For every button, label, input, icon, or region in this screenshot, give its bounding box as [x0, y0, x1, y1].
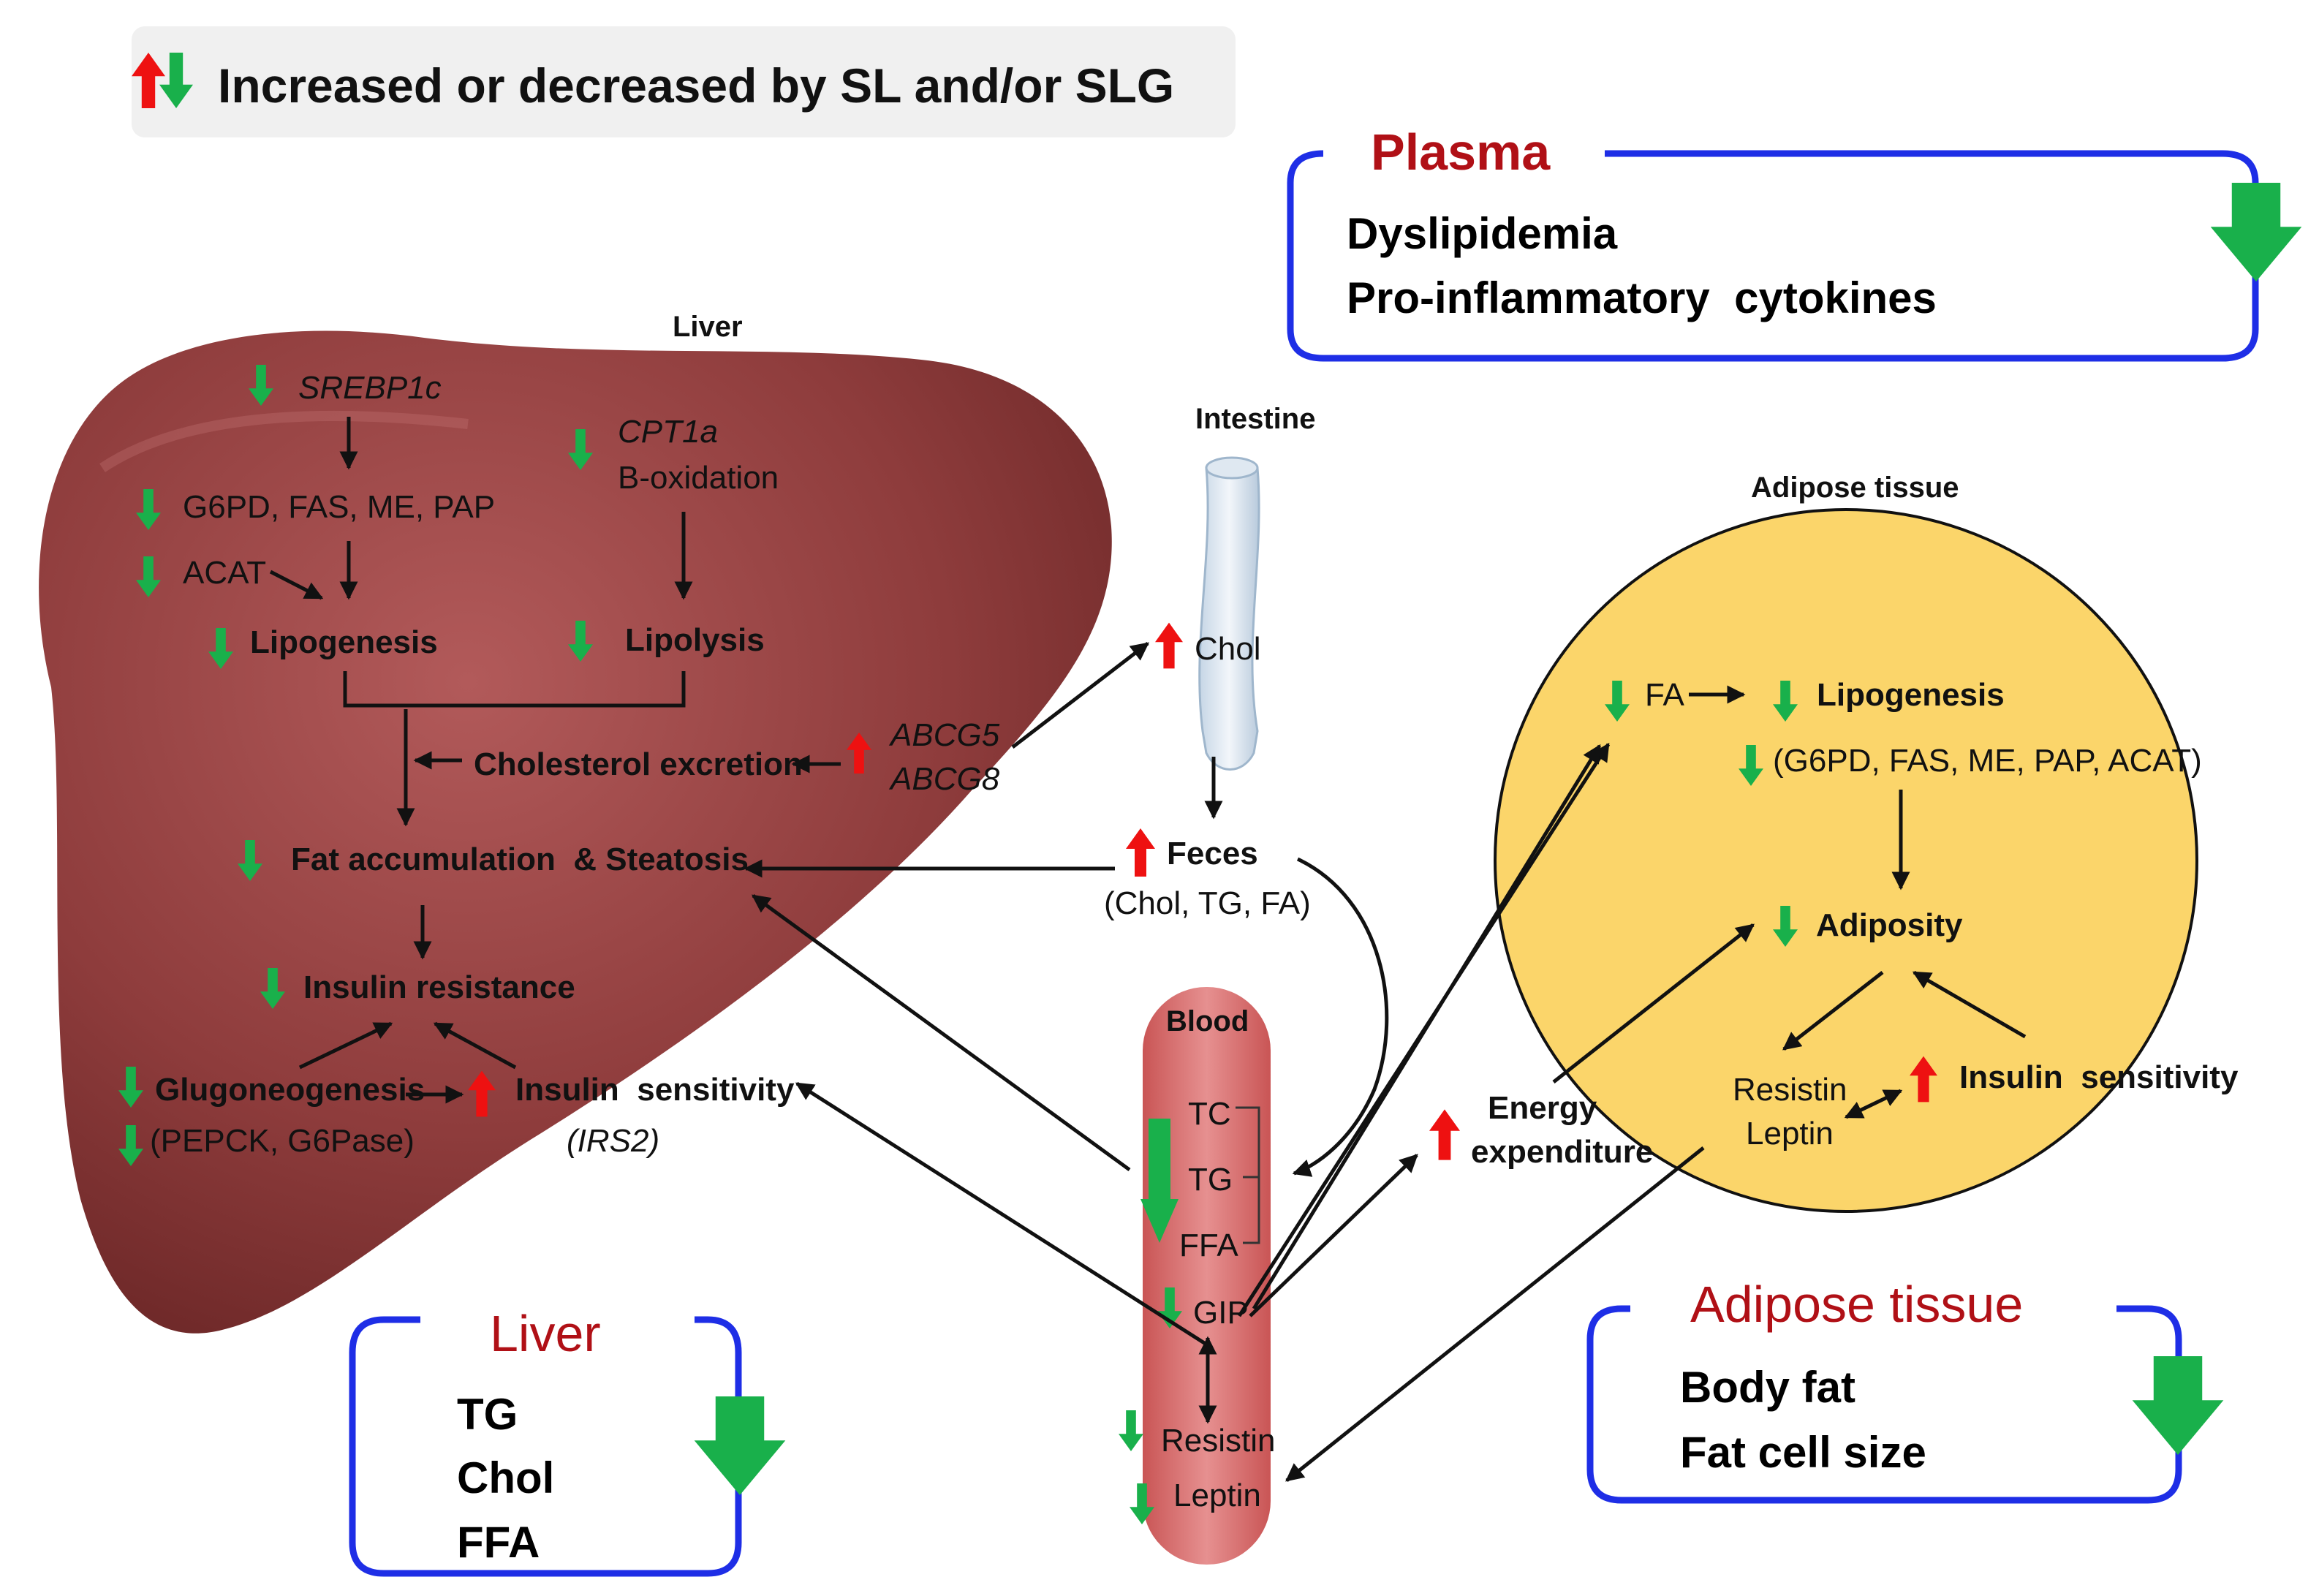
green-down-arrow-icon [2132, 1356, 2224, 1455]
blood-resistin-label: Resistin [1161, 1423, 1276, 1459]
liver-box-item: Chol [457, 1453, 554, 1502]
liver-insulin-sensitivity-label: Insulin sensitivity [515, 1072, 795, 1108]
acat-label: ACAT [183, 555, 266, 591]
blood-leptin-label: Leptin [1173, 1478, 1261, 1513]
adipose-lipogenesis-label: Lipogenesis [1817, 677, 2005, 713]
adipose-box-item: Body fat [1680, 1363, 1855, 1412]
irs2-label: (IRS2) [567, 1123, 659, 1159]
adipose-leptin-label: Leptin [1746, 1116, 1834, 1151]
green-down-arrow-icon [2210, 183, 2302, 281]
plasma-box-title: Plasma [1371, 124, 1551, 181]
feces-label: Feces [1167, 836, 1258, 871]
adipose-box-item: Fat cell size [1680, 1428, 1926, 1477]
liver-organ-shape [39, 330, 1112, 1334]
lipolysis-label: Lipolysis [625, 622, 765, 658]
blood-tg-label: TG [1188, 1162, 1233, 1198]
red-up-arrow-icon [1126, 828, 1155, 877]
gluconeogenesis-enzymes-label: (PEPCK, G6Pase) [150, 1123, 415, 1159]
blood-heading: Blood [1166, 1005, 1249, 1037]
red-up-arrow-icon [1155, 622, 1183, 669]
legend-text: Increased or decreased by SL and/or SLG [218, 58, 1174, 113]
liver-pathway: Liver SREBP1c G6PD, FAS, ME, PAP ACAT Li… [118, 311, 1000, 1167]
liver-box-title: Liver [490, 1305, 601, 1362]
fat-accumulation-label: Fat accumulation & Steatosis [291, 842, 749, 877]
adipose-resistin-label: Resistin [1733, 1072, 1847, 1108]
liver-summary-box: Liver TG Chol FFA [349, 1305, 786, 1577]
intestine-heading: Intestine [1195, 403, 1315, 435]
adipose-fa-label: FA [1645, 677, 1684, 713]
liver-lipogenesis-label: Lipogenesis [250, 624, 438, 660]
liver-heading: Liver [673, 311, 743, 343]
blood-ffa-label: FFA [1179, 1228, 1238, 1263]
adipose-enzymes-label: (G6PD, FAS, ME, PAP, ACAT) [1773, 743, 2202, 779]
adiposity-label: Adiposity [1816, 907, 1963, 943]
cholesterol-excretion-label: Cholesterol excretion [474, 746, 803, 782]
intestine-illustration [1198, 456, 1260, 771]
feces-detail-label: (Chol, TG, FA) [1104, 885, 1311, 921]
intestine-group: Intestine Chol Feces (Chol, TG, FA) [744, 403, 1389, 1177]
adipose-insulin-sensitivity-label: Insulin sensitivity [1959, 1059, 2239, 1095]
liver-arrows [269, 417, 1149, 1104]
energy-expenditure: Energy expenditure [1429, 1090, 1653, 1170]
adipose-pathway: Adipose tissue FA Lipogenesis (G6PD, FAS… [1605, 472, 2239, 1151]
blood-tc-label: TC [1188, 1096, 1231, 1132]
cpt1a-label: CPT1a [618, 414, 718, 450]
intestine-chol-label: Chol [1195, 631, 1261, 667]
energy-label-line1: Energy [1488, 1090, 1597, 1126]
blood-vessel-shape [1143, 987, 1271, 1565]
plasma-item: Pro-inflammatory cytokines [1347, 273, 1937, 322]
adipose-box-title: Adipose tissue [1690, 1276, 2023, 1333]
legend: Increased or decreased by SL and/or SLG [132, 26, 1236, 137]
boxidation-label: B-oxidation [618, 460, 779, 496]
adipose-summary-box: Adipose tissue Body fat Fat cell size [1586, 1276, 2224, 1504]
green-down-arrow-icon [1140, 1119, 1179, 1243]
liver-box-item: FFA [457, 1518, 540, 1567]
insulin-resistance-label: Insulin resistance [303, 969, 575, 1005]
red-up-arrow-icon [1429, 1109, 1460, 1160]
liver-enzymes-label: G6PD, FAS, ME, PAP [183, 489, 495, 525]
liver-box-item: TG [457, 1390, 518, 1439]
adipose-heading: Adipose tissue [1751, 472, 1959, 504]
blood-group: Blood TC TG FFA GIP Resistin Leptin [1119, 1005, 1276, 1525]
energy-label-line2: expenditure [1471, 1134, 1653, 1170]
green-down-arrow-icon [694, 1396, 786, 1495]
plasma-item: Dyslipidemia [1347, 209, 1618, 258]
cross-organ-arrows [751, 742, 1755, 1482]
abcg8-label: ABCG8 [888, 761, 1000, 797]
gluconeogenesis-label: Glugoneogenesis [155, 1072, 425, 1108]
plasma-box: Plasma Dyslipidemia Pro-inflammatory cyt… [1287, 124, 2302, 362]
srebp1c-label: SREBP1c [298, 370, 442, 406]
abcg5-label: ABCG5 [888, 717, 1000, 753]
green-down-arrow-icon [1119, 1410, 1143, 1452]
